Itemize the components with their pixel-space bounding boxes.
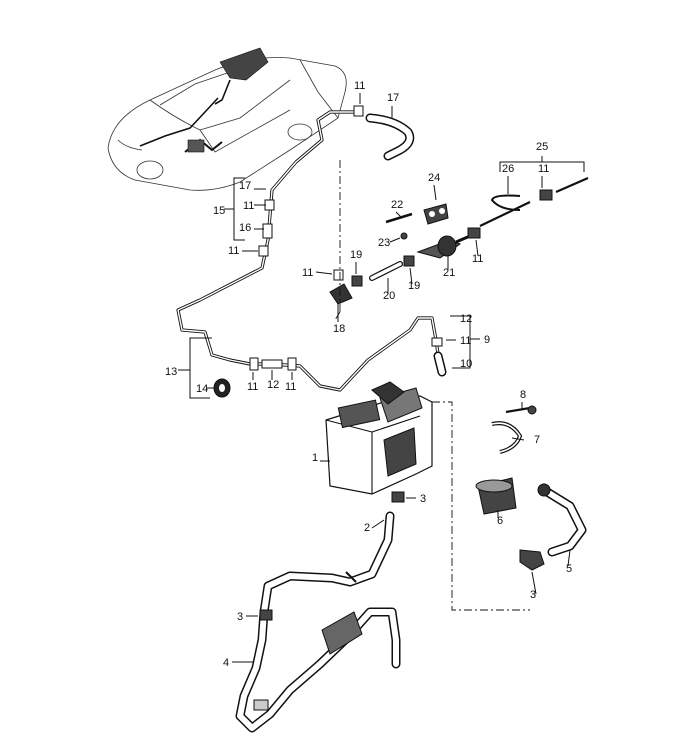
callout-c11i: 11 [285, 381, 296, 393]
callout-c8: 8 [520, 389, 526, 401]
callout-c17a: 17 [387, 92, 399, 104]
callout-c11g: 11 [460, 335, 471, 347]
callout-c22: 22 [391, 199, 403, 211]
exhaust-pipe-upper [176, 105, 415, 366]
callout-c6: 6 [497, 515, 503, 527]
callout-c11f: 11 [472, 253, 483, 265]
clamp-3-heater [391, 491, 405, 503]
callout-c16: 16 [239, 222, 251, 234]
clamp-11-left-upper [264, 199, 275, 211]
callout-c3c: 3 [530, 589, 536, 601]
clamp-11-right [431, 337, 443, 347]
clamp-3-right [519, 549, 545, 571]
callout-c7: 7 [534, 434, 540, 446]
callout-c13: 13 [165, 366, 177, 378]
callout-c11b: 11 [243, 200, 254, 212]
clamp-11-left-lower [258, 245, 269, 257]
callout-c25: 25 [536, 141, 548, 153]
connector-12-lower [261, 359, 283, 369]
callout-c24: 24 [428, 172, 440, 184]
callout-c11a: 11 [354, 80, 365, 92]
callout-c5: 5 [566, 563, 572, 575]
clamp-11-fuel [333, 269, 344, 281]
callout-c26: 26 [502, 163, 514, 175]
clamp-11-lower-b [287, 357, 297, 371]
exhaust-hoses-lower [235, 511, 401, 733]
callout-c11h: 11 [247, 381, 258, 393]
heater-unit [325, 381, 433, 503]
callout-c9: 9 [484, 334, 490, 346]
vehicle-outline [107, 47, 347, 191]
callout-c21: 21 [443, 267, 455, 279]
bracket-22 [385, 212, 413, 224]
callout-c14: 14 [196, 383, 208, 395]
bracket-24 [423, 203, 449, 225]
callout-c23: 23 [378, 237, 390, 249]
callout-c18: 18 [333, 323, 345, 335]
hose-loop-26 [490, 194, 521, 211]
bolt-8 [505, 406, 531, 414]
callout-c11d: 11 [302, 267, 313, 279]
callout-c2: 2 [364, 522, 370, 534]
callout-c15: 15 [213, 205, 225, 217]
clamp-11-pump [467, 227, 481, 239]
clamp-11-top [353, 105, 364, 117]
callout-c12b: 12 [267, 379, 279, 391]
clamp-11-lower-a [249, 357, 259, 371]
bracket-7 [491, 421, 523, 454]
callout-c19b: 19 [408, 280, 420, 292]
guide-lines [178, 93, 585, 663]
clamp-11-end [539, 189, 553, 201]
callout-c4: 4 [223, 657, 229, 669]
callout-c11c: 11 [228, 245, 239, 257]
callout-c1: 1 [312, 452, 318, 464]
clip-19-a [351, 275, 363, 287]
callout-c3b: 3 [237, 611, 243, 623]
callout-c17b: 17 [239, 180, 251, 192]
callout-c10: 10 [460, 358, 472, 370]
callout-c19a: 19 [350, 249, 362, 261]
clamp-3-lower [259, 609, 273, 621]
callout-c20: 20 [383, 290, 395, 302]
intake-parts [475, 405, 587, 571]
clip-19-b [403, 255, 415, 267]
fuel-line-assembly [329, 176, 589, 305]
callout-c12a: 12 [460, 313, 472, 325]
callout-c11e: 11 [538, 163, 549, 175]
screw-23 [400, 232, 408, 240]
fuel-pickup-18 [329, 283, 353, 305]
callout-c3a: 3 [420, 493, 426, 505]
connector-16 [262, 223, 273, 239]
muffler [321, 611, 363, 655]
